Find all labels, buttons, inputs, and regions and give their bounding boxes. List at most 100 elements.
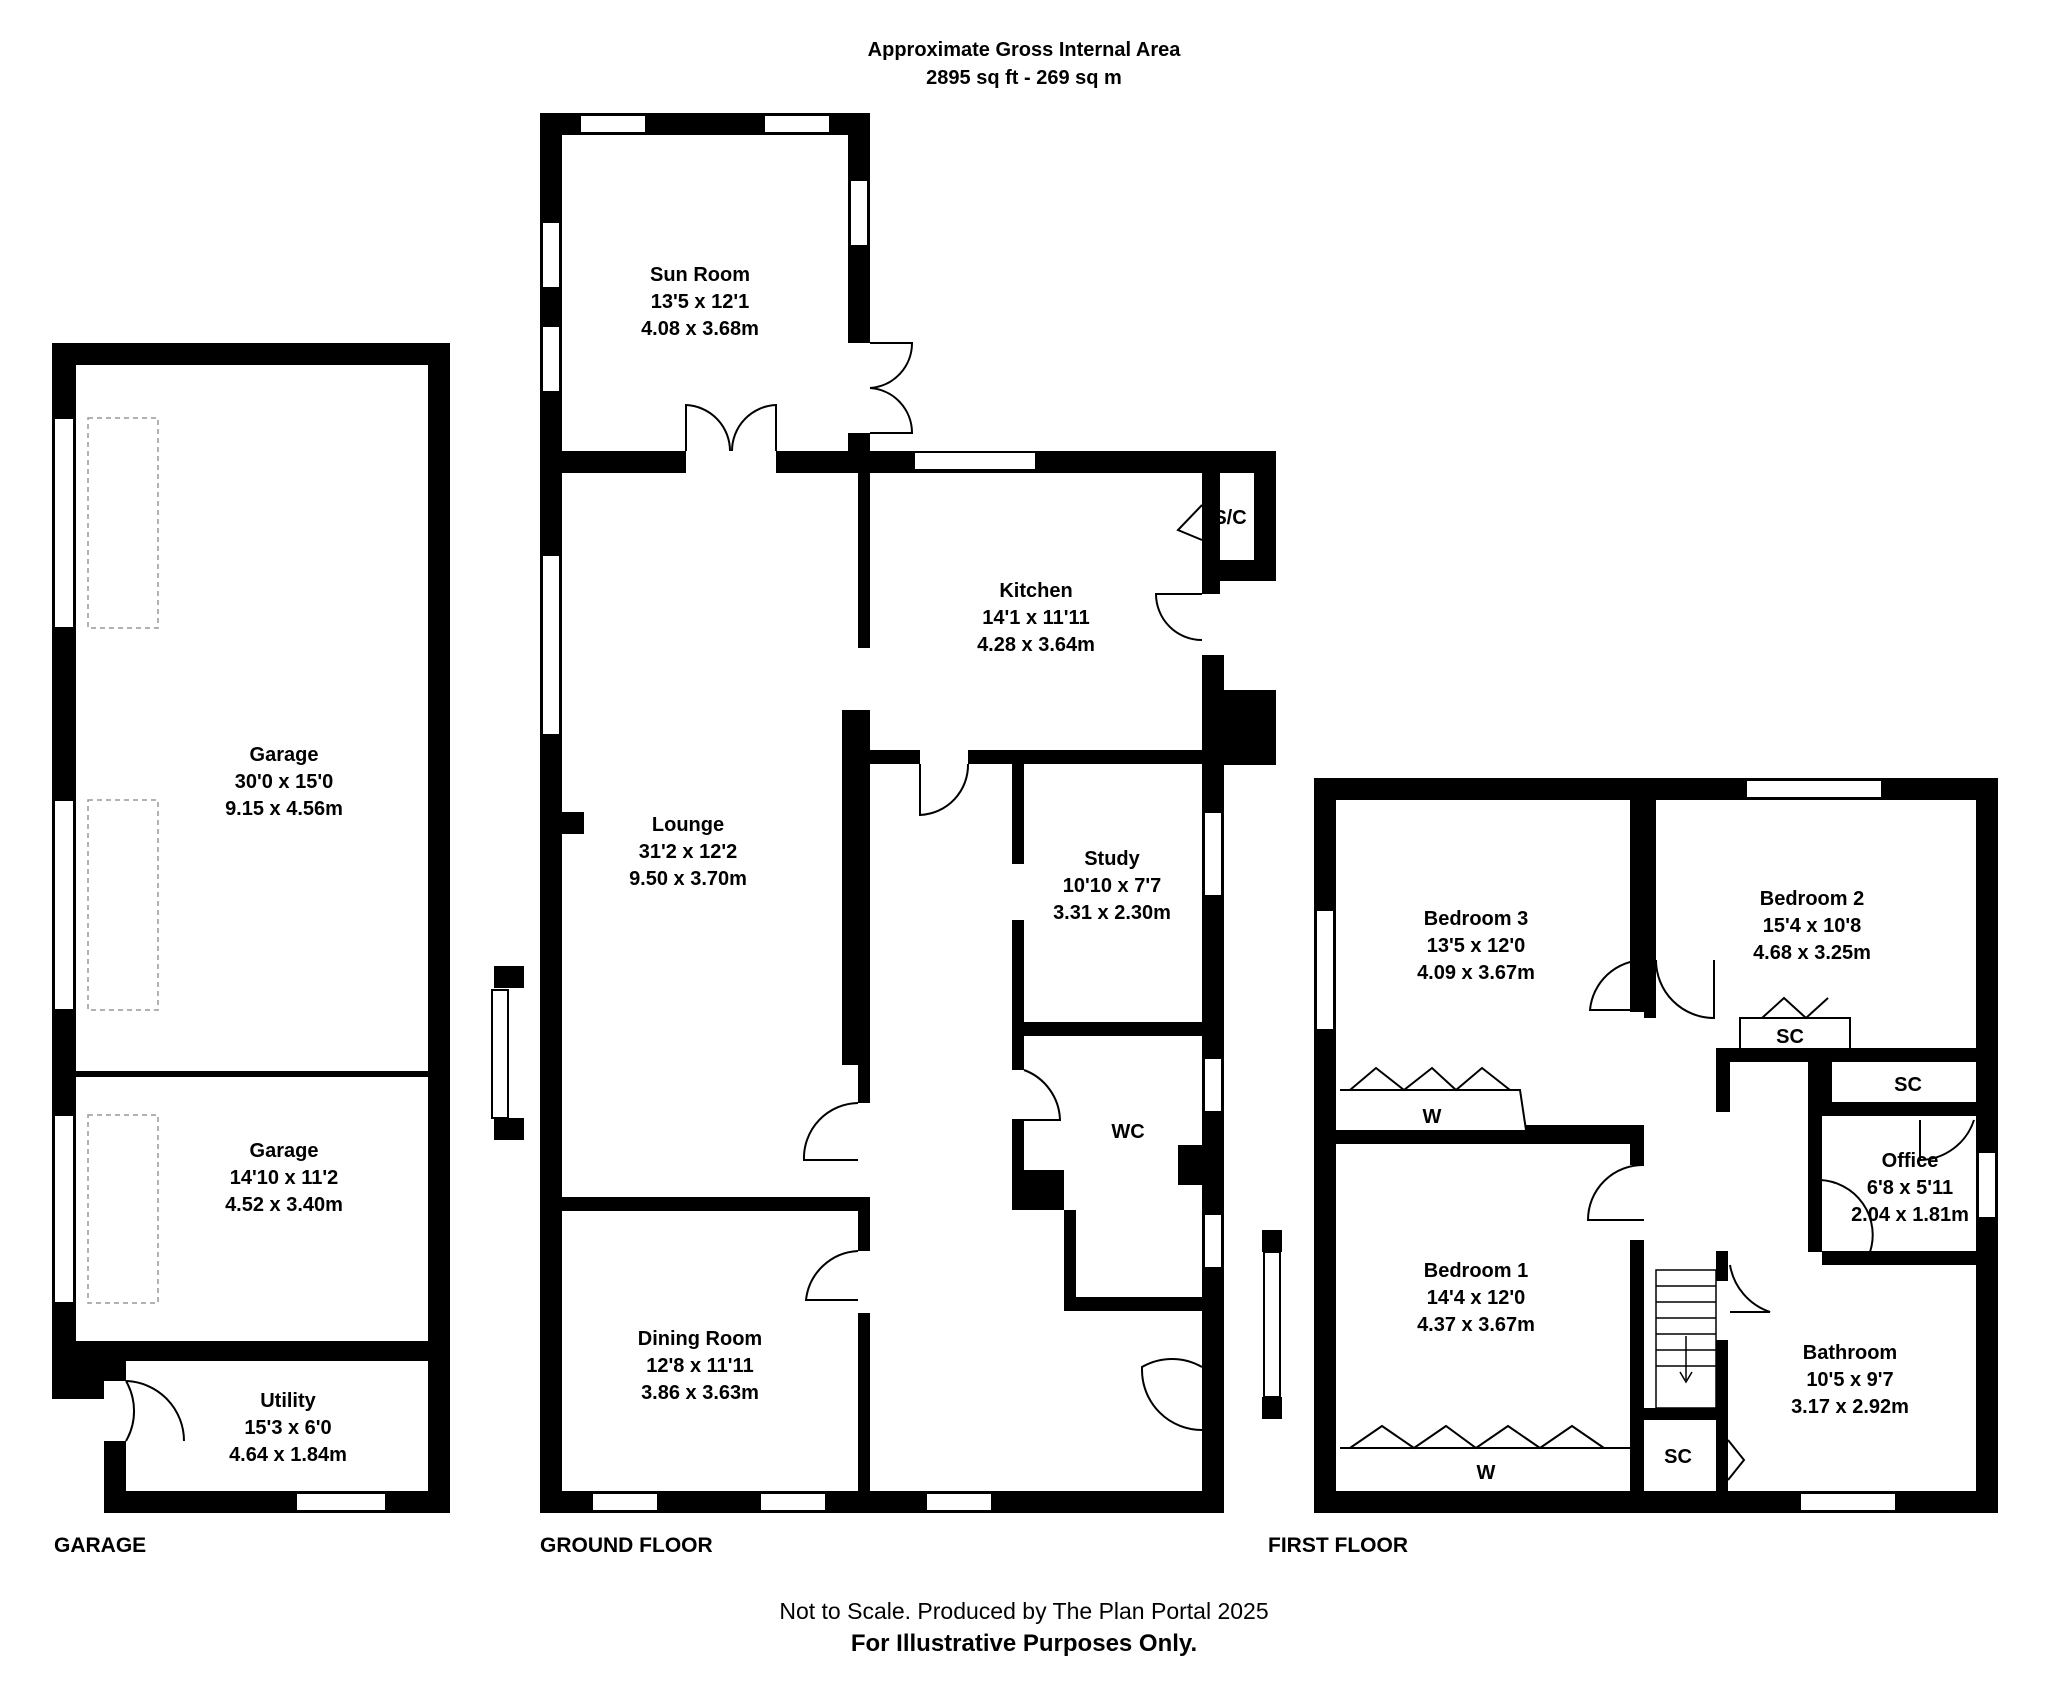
room-name: Bathroom [1802, 1342, 1898, 1364]
window [1203, 1213, 1223, 1269]
label-wardrobe-bedroom-3: W [1422, 1106, 1442, 1128]
wall [1716, 1251, 1728, 1281]
wall [1262, 1230, 1282, 1252]
area-value: 2895 sq ft - 269 sq m [926, 67, 1122, 89]
wall [1012, 920, 1024, 1036]
door-swing [1588, 959, 1645, 1011]
doors [125, 342, 1975, 1481]
floor-label-ground: GROUND FLOOR [540, 1534, 713, 1557]
wall [52, 343, 450, 365]
room-name: Bedroom 1 [1423, 1260, 1529, 1282]
room-name: Dining Room [637, 1328, 763, 1350]
wall [858, 1313, 870, 1493]
wall [552, 1197, 870, 1211]
window [1977, 1151, 1997, 1219]
room-imperial: 15'3 x 6'0 [244, 1417, 332, 1439]
window [541, 221, 561, 289]
room-imperial: 6'8 x 5'11 [1866, 1177, 1954, 1199]
room-name: Utility [260, 1390, 316, 1412]
window [1203, 1057, 1223, 1113]
room-metric: 4.09 x 3.67m [1417, 962, 1535, 984]
room-imperial: 13'5 x 12'1 [650, 291, 750, 313]
room-metric: 3.17 x 2.92m [1791, 1396, 1909, 1418]
wall [1064, 1297, 1202, 1311]
label-sc-bedroom-2: SC [1776, 1026, 1804, 1048]
room-name: Garage [249, 1140, 319, 1162]
door-swing [1729, 1264, 1771, 1313]
wall [1716, 1340, 1728, 1491]
window [295, 1492, 387, 1512]
area-title: Approximate Gross Internal Area [867, 39, 1181, 61]
door-swing [804, 1250, 859, 1301]
room-metric: 2.04 x 1.81m [1851, 1204, 1969, 1226]
window [759, 1492, 827, 1512]
wall [428, 343, 450, 1513]
label-wardrobe-bedroom-1: W [1476, 1462, 1496, 1484]
door-swing [1012, 1069, 1062, 1121]
room-kitchen: Kitchen 14'1 x 11'11 4.28 x 3.64m [977, 578, 1095, 659]
wall [1254, 451, 1276, 581]
room-name: Kitchen [999, 580, 1073, 602]
room-metric: 3.86 x 3.63m [641, 1382, 759, 1404]
wall [1644, 800, 1656, 1000]
room-imperial: 12'8 x 11'11 [646, 1355, 754, 1377]
wall [1822, 1251, 1976, 1265]
label-sc-office: SC [1894, 1074, 1922, 1096]
room-metric: 9.15 x 4.56m [225, 798, 343, 820]
room-imperial: 10'10 x 7'7 [1062, 875, 1162, 897]
wall [1012, 1120, 1024, 1210]
label-sc-kitchen: S/C [1213, 507, 1247, 529]
skylight [87, 799, 159, 1011]
door-swing [730, 403, 777, 452]
door-swing [1919, 1119, 1975, 1162]
room-bedroom-2: Bedroom 2 15'4 x 10'8 4.68 x 3.25m [1753, 886, 1871, 967]
wall [1202, 451, 1220, 594]
wall [1630, 800, 1644, 1012]
footer-note: Not to Scale. Produced by The Plan Porta… [779, 1598, 1269, 1624]
door-swing [1819, 1179, 1874, 1253]
wall [1314, 778, 1336, 1513]
wall [494, 1118, 524, 1140]
wall [870, 750, 920, 764]
room-study: Study 10'10 x 7'7 3.31 x 2.30m [1053, 846, 1171, 927]
wall [1262, 1397, 1282, 1419]
room-name: Bedroom 3 [1423, 908, 1529, 930]
wall [558, 812, 584, 834]
floor-label-first: FIRST FLOOR [1268, 1534, 1408, 1557]
room-metric: 4.37 x 3.67m [1417, 1314, 1535, 1336]
wardrobe-doors [1349, 1424, 1605, 1450]
window [1315, 909, 1335, 1031]
door-swing [125, 1380, 185, 1442]
window [1263, 1251, 1281, 1398]
room-metric: 9.50 x 3.70m [629, 868, 747, 890]
room-name: Lounge [651, 814, 725, 836]
wall [1526, 1125, 1636, 1139]
wardrobe [1340, 1089, 1527, 1131]
wall [1822, 1102, 1976, 1116]
sc-door [1727, 1439, 1746, 1481]
wall [858, 1065, 870, 1103]
room-bedroom-3: Bedroom 3 13'5 x 12'0 4.09 x 3.67m [1417, 906, 1535, 987]
header: Approximate Gross Internal Area 2895 sq … [0, 36, 2048, 92]
sc-doors [1761, 996, 1829, 1020]
room-name: Office [1881, 1150, 1939, 1172]
label-sc-landing: SC [1664, 1446, 1692, 1468]
door-swing [1586, 1163, 1645, 1221]
window [579, 114, 647, 134]
wall [858, 473, 870, 648]
wall [52, 1071, 450, 1077]
window [763, 114, 831, 134]
room-bedroom-1: Bedroom 1 14'4 x 12'0 4.37 x 3.67m [1417, 1258, 1535, 1339]
sc-cupboard [1739, 1017, 1851, 1048]
room-imperial: 30'0 x 15'0 [234, 771, 334, 793]
window [491, 989, 509, 1119]
window [541, 325, 561, 393]
wall [1024, 1170, 1064, 1210]
wall [540, 780, 552, 794]
door-swing [685, 403, 732, 452]
room-imperial: 10'5 x 9'7 [1806, 1369, 1894, 1391]
room-sun-room: Sun Room 13'5 x 12'1 4.08 x 3.68m [641, 262, 759, 343]
room-metric: 4.64 x 1.84m [229, 1444, 347, 1466]
wall [1314, 778, 1998, 800]
room-metric: 4.68 x 3.25m [1753, 942, 1871, 964]
